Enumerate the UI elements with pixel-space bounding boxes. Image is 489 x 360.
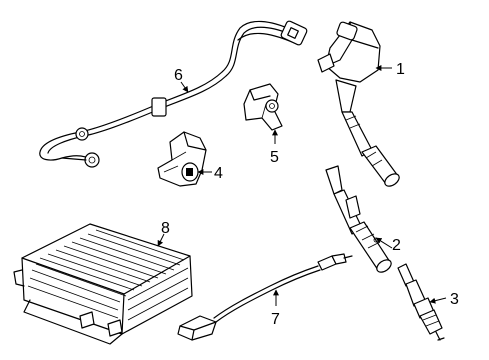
callout-number-3: 3 — [450, 291, 459, 308]
callout-5: 5 — [270, 129, 279, 166]
callout-8: 8 — [157, 220, 170, 247]
ignition-coil-drawing — [317, 21, 400, 187]
callout-number-2: 2 — [392, 237, 401, 254]
callout-6: 6 — [174, 67, 189, 93]
callout-4: 4 — [197, 165, 223, 182]
camshaft-sensor-drawing — [243, 83, 283, 131]
callout-number-4: 4 — [214, 165, 223, 182]
spark-plug-boot-drawing — [325, 165, 392, 273]
crankshaft-sensor-drawing — [157, 131, 207, 187]
ecm-drawing — [13, 223, 193, 345]
callout-number-1: 1 — [396, 61, 405, 78]
callout-number-5: 5 — [270, 149, 279, 166]
callout-1: 1 — [375, 61, 405, 78]
spark-plug-drawing — [397, 263, 445, 341]
oxygen-sensor-drawing — [177, 253, 353, 341]
callout-number-7: 7 — [271, 311, 280, 328]
knock-sensor-harness-drawing — [39, 20, 308, 168]
callout-number-6: 6 — [174, 67, 183, 84]
callout-2: 2 — [375, 237, 401, 254]
callout-3: 3 — [429, 291, 459, 308]
callout-7: 7 — [271, 289, 280, 328]
callout-number-8: 8 — [161, 220, 170, 237]
